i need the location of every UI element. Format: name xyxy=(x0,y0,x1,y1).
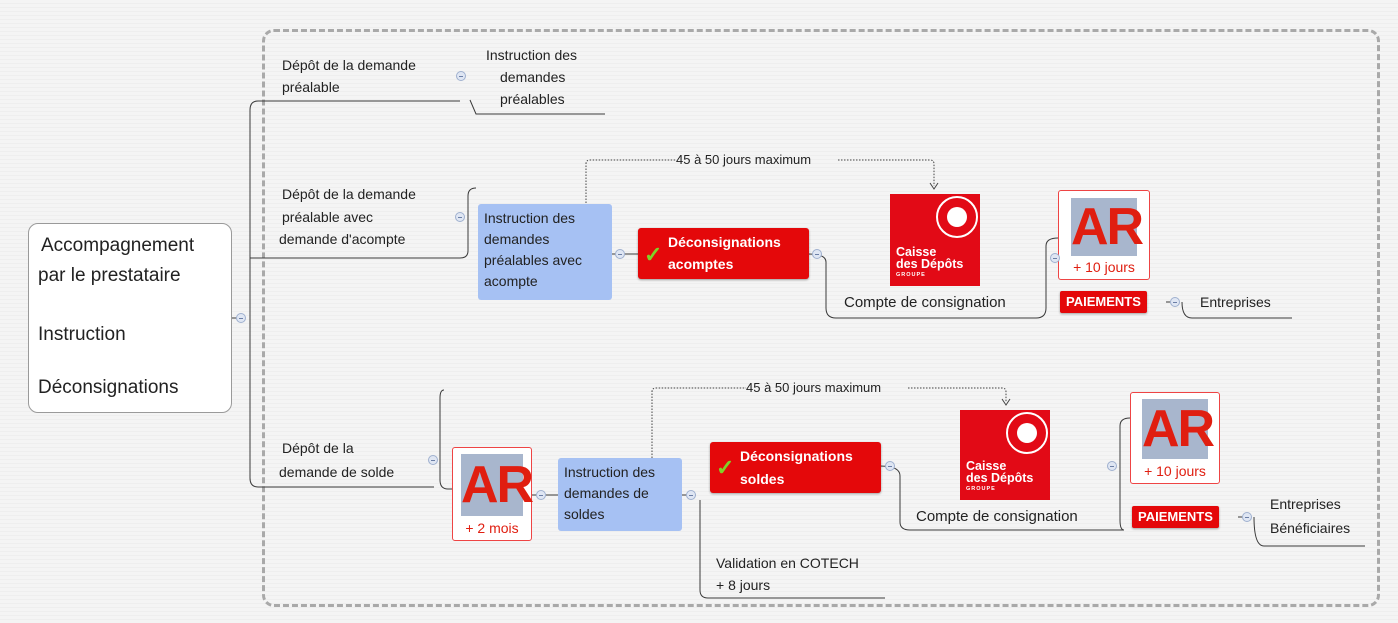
check-icon: ✓ xyxy=(644,242,663,267)
seal-ring-icon xyxy=(1006,412,1048,454)
validation-cotech-line2: + 8 jours xyxy=(716,577,771,593)
root-node[interactable]: Accompagnement par le prestataire Instru… xyxy=(28,223,232,413)
ar-caption-acomptes: + 10 jours xyxy=(1073,259,1135,275)
instruction-acompte-node[interactable]: Instruction des demandes préalables avec… xyxy=(478,204,612,300)
deconsignations-acomptes-line2: acomptes xyxy=(668,256,734,272)
instruction-acompte-line2: demandes xyxy=(484,231,550,247)
ar-card-acomptes[interactable]: AR + 10 jours xyxy=(1058,190,1150,280)
compte-consignation-acomptes: Compte de consignation xyxy=(844,294,1006,311)
branch2-label-line2: préalable avec xyxy=(282,209,374,225)
root-line-1: Accompagnement xyxy=(41,235,195,256)
branch1-child-line2: demandes xyxy=(500,69,566,85)
logo-text-line2: des Dépôts xyxy=(966,471,1034,485)
instruction-acompte-line1: Instruction des xyxy=(484,210,576,226)
ar-card-solde[interactable]: AR + 2 mois xyxy=(452,447,534,541)
ar-caption-solde: + 2 mois xyxy=(465,520,519,536)
ar-tile-solde: AR xyxy=(461,454,534,516)
instruction-soldes-line1: Instruction des xyxy=(564,464,656,480)
collapse-branch2-icon[interactable] xyxy=(455,212,465,222)
branch3-label-line2: demande de solde xyxy=(279,464,395,480)
branch1-label-line1: Dépôt de la demande xyxy=(282,57,416,73)
deconsignations-soldes-line1: Déconsignations xyxy=(740,448,853,464)
validation-cotech-line1: Validation en COTECH xyxy=(716,555,859,571)
paiements-acomptes[interactable]: PAIEMENTS xyxy=(1060,291,1147,313)
deconsignations-soldes-node[interactable]: ✓ Déconsignations soldes xyxy=(710,442,881,493)
collapse-ar-solde-icon[interactable] xyxy=(536,490,546,500)
logo-text-group: GROUPE xyxy=(966,486,996,492)
instruction-soldes-line2: demandes de xyxy=(564,485,649,501)
collapse-branch3-icon[interactable] xyxy=(428,455,438,465)
beneficiaires-line2: Bénéficiaires xyxy=(1270,520,1351,536)
root-line-3: Instruction xyxy=(38,324,126,345)
branch3-label-line1: Dépôt de la xyxy=(282,440,354,456)
beneficiaires-line1: Entreprises xyxy=(1270,496,1341,512)
logo-text-line1: Caisse xyxy=(966,459,1007,473)
collapse-ar-soldes-10j-icon[interactable] xyxy=(1107,461,1117,471)
instruction-soldes-node[interactable]: Instruction des demandes de soldes xyxy=(558,458,682,531)
branch1-child-line3: préalables xyxy=(500,91,565,107)
root-line-2: par le prestataire xyxy=(38,265,181,286)
collapse-branch1-icon[interactable] xyxy=(456,71,466,81)
deconsignations-soldes-line2: soldes xyxy=(740,471,785,487)
collapse-deconsignations-acomptes-icon[interactable] xyxy=(812,249,822,259)
seal-ring-icon xyxy=(936,196,978,238)
ar-caption-soldes-10j: + 10 jours xyxy=(1144,463,1206,479)
paiements-soldes[interactable]: PAIEMENTS xyxy=(1132,506,1219,528)
collapse-root-icon[interactable] xyxy=(236,313,246,323)
boundary-frame xyxy=(262,29,1380,607)
collapse-deconsignations-soldes-icon[interactable] xyxy=(885,461,895,471)
collapse-instruction-soldes-icon[interactable] xyxy=(686,490,696,500)
instruction-soldes-line3: soldes xyxy=(564,506,605,522)
duration-label-acomptes: 45 à 50 jours maximum xyxy=(676,152,812,167)
branch1-child-line1: Instruction des xyxy=(486,47,578,63)
instruction-acompte-line3: préalables avec xyxy=(484,252,583,268)
branch2-label-line3: demande d'acompte xyxy=(279,231,406,247)
branch2-label-line1: Dépôt de la demande xyxy=(282,186,416,202)
check-icon: ✓ xyxy=(716,455,735,480)
collapse-paiements-soldes-icon[interactable] xyxy=(1242,512,1252,522)
logo-text-line2: des Dépôts xyxy=(896,257,964,271)
root-line-4: Déconsignations xyxy=(38,377,179,398)
branch1-label-line2: préalable xyxy=(282,79,340,95)
ar-tile-acomptes: AR xyxy=(1071,198,1144,256)
caisse-des-depots-logo: Caisse des Dépôts GROUPE xyxy=(890,194,980,286)
ar-tile-soldes-10j: AR xyxy=(1142,399,1215,459)
collapse-ar-acomptes-icon[interactable] xyxy=(1050,253,1060,263)
instruction-acompte-line4: acompte xyxy=(484,273,538,289)
collapse-paiements-acomptes-icon[interactable] xyxy=(1170,297,1180,307)
deconsignations-acomptes-node[interactable]: ✓ Déconsignations acomptes xyxy=(638,228,809,279)
seal-core-icon xyxy=(947,207,967,227)
beneficiaire-entreprises: Entreprises xyxy=(1200,294,1271,310)
collapse-instruction-acompte-icon[interactable] xyxy=(615,249,625,259)
logo-text-group: GROUPE xyxy=(896,272,926,278)
caisse-des-depots-logo: Caisse des Dépôts GROUPE xyxy=(960,410,1050,500)
logo-text-line1: Caisse xyxy=(896,245,937,259)
compte-consignation-soldes: Compte de consignation xyxy=(916,508,1078,525)
ar-card-soldes-10j[interactable]: AR + 10 jours xyxy=(1130,392,1220,484)
seal-core-icon xyxy=(1017,423,1037,443)
duration-label-soldes: 45 à 50 jours maximum xyxy=(746,380,882,395)
deconsignations-acomptes-line1: Déconsignations xyxy=(668,234,781,250)
